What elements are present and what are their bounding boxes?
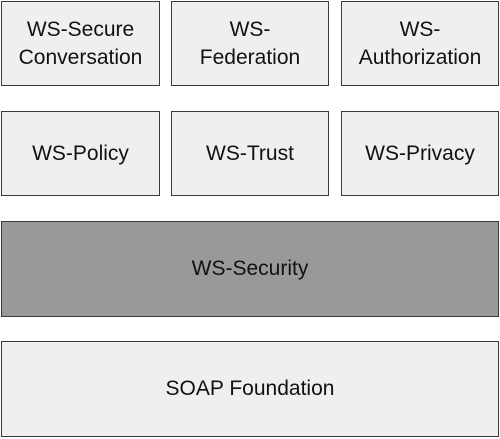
soap-foundation-label: SOAP Foundation [165,377,335,400]
ws-policy-box: WS-Policy [1,111,160,196]
ws-federation-label: WS- Federation [199,17,301,69]
ws-privacy-label: WS-Privacy [365,141,475,165]
ws-security-box: WS-Security [1,221,499,317]
ws-policy-label: WS-Policy [32,141,129,165]
ws-authorization-label: WS- Authorization [358,17,482,69]
ws-privacy-box: WS-Privacy [341,111,499,196]
ws-authorization-box: WS- Authorization [341,1,499,86]
soap-foundation-box: SOAP Foundation [1,341,499,437]
ws-secure-conversation-box: WS-Secure Conversation [1,1,160,86]
ws-trust-label: WS-Trust [206,141,294,165]
ws-security-label: WS-Security [191,257,309,280]
ws-secure-conversation-label: WS-Secure Conversation [18,17,143,69]
ws-trust-box: WS-Trust [171,111,329,196]
ws-federation-box: WS- Federation [171,1,329,86]
